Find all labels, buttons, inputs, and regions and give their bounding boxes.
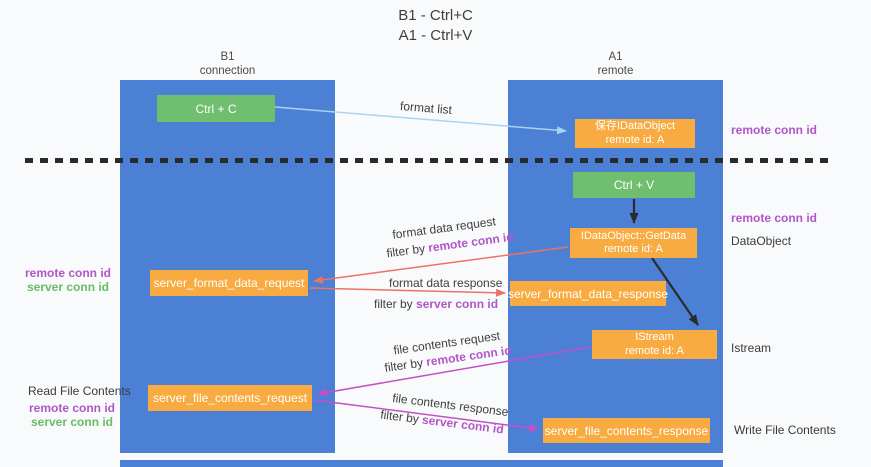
ctrl-c-label: Ctrl + C [195,101,237,116]
format-data-response-label: format data response [389,276,503,290]
dataobject-label: DataObject [731,234,792,248]
write-file-contents-label: Write File Contents [734,423,836,437]
left-server-conn-id-bottom-label: server conn id [30,415,114,429]
istream-side-label: Istream [731,341,772,355]
read-file-contents-label: Read File Contents [28,384,131,398]
lane-left-name: B1 [220,51,235,63]
save-dataobject-line2: remote id: A [605,133,665,146]
server-format-data-request-label: server_format_data_request [153,276,305,290]
separator-dashed-line [25,158,833,163]
title-line-2: A1 - Ctrl+V [398,27,473,44]
server-format-data-response-node: server_format_data_response [507,281,669,306]
getdata-line1: IDataObject::GetData [580,229,687,242]
left-conn-id-group-top: remote conn id server conn id [18,266,118,294]
server-file-contents-response-label: server_file_contents_response [544,423,709,438]
save-dataobject-node: 保存IDataObject remote id: A [575,119,695,148]
server-file-contents-response-node: server_file_contents_response [543,418,710,443]
left-conn-id-group-bottom: remote conn id server conn id [22,401,122,429]
ctrl-v-label: Ctrl + V [613,178,655,192]
left-remote-conn-id-bottom-label: remote conn id [28,401,115,415]
right-remote-conn-id-mid-label: remote conn id [731,211,818,225]
page-title: B1 - Ctrl+C A1 - Ctrl+V [0,6,871,46]
save-dataobject-line1: 保存IDataObject [594,120,676,132]
ctrl-v-node: Ctrl + V [573,172,695,198]
filter-by-text: filter by [374,297,417,311]
left-server-conn-id-top-label: server conn id [26,280,110,294]
lane-right-role: remote [597,65,634,77]
filter-by-text: filter by [379,407,424,427]
bottom-bar [120,460,723,467]
format-data-response-filter-label: filter by server conn id [374,297,498,311]
server-file-contents-request-label: server_file_contents_request [152,391,308,405]
format-list-label: format list [399,98,453,118]
getdata-node: IDataObject::GetData remote id: A [570,228,697,258]
server-format-data-request-node: server_format_data_request [150,270,308,296]
server-file-contents-request-node: server_file_contents_request [148,385,312,411]
left-remote-conn-id-top-label: remote conn id [24,266,111,280]
lane-right-header: A1 remote [508,50,723,78]
filter-by-text: filter by [385,240,430,261]
lane-right-name: A1 [608,51,623,63]
istream-line2: remote id: A [625,344,684,357]
lane-left-role: connection [199,65,256,77]
server-conn-id-key: server conn id [416,297,499,311]
istream-line1: IStream [635,331,674,343]
istream-node: IStream remote id: A [592,330,717,359]
title-line-1: B1 - Ctrl+C [398,7,473,24]
getdata-line2: remote id: A [604,243,663,255]
lane-left-header: B1 connection [120,50,335,78]
filter-by-text: filter by [383,355,428,375]
right-remote-conn-id-top-label: remote conn id [731,123,818,137]
ctrl-c-node: Ctrl + C [157,95,275,122]
server-format-data-response-label: server_format_data_response [507,286,669,301]
